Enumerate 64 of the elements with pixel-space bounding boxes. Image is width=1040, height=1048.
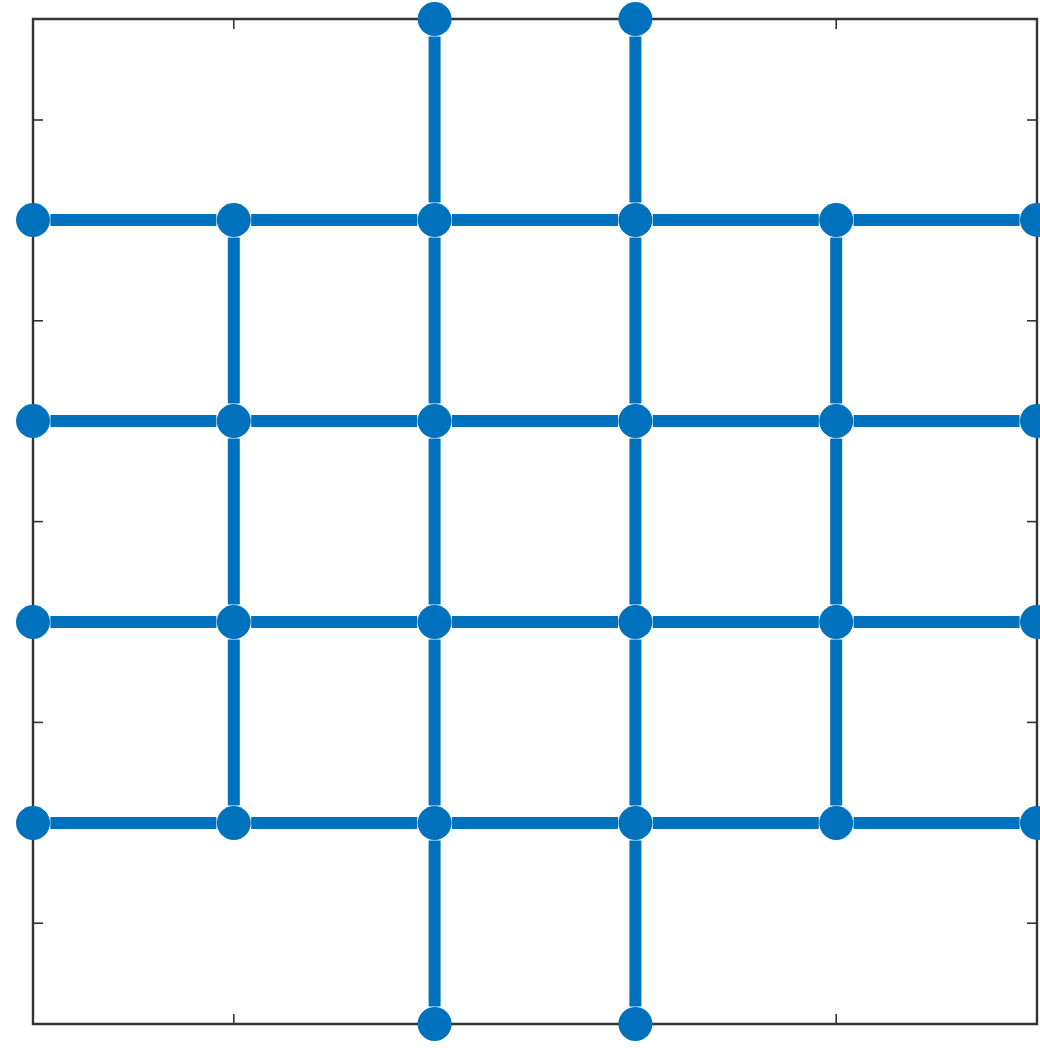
graph-node [618, 404, 653, 438]
graph-node [417, 404, 452, 438]
graph-node [16, 806, 50, 840]
graph-edge [227, 639, 240, 806]
graph-node [16, 605, 50, 639]
graph-edge [830, 639, 843, 806]
graph-node [1020, 806, 1040, 840]
graph-edge [452, 214, 618, 226]
graph-edge [830, 237, 843, 404]
graph-node [618, 806, 653, 840]
graph-node [819, 806, 854, 840]
graph-edge [629, 438, 642, 605]
graph-edge [853, 817, 1020, 829]
graph-edge [227, 237, 240, 404]
graph-edge [853, 214, 1020, 226]
graph-node [216, 404, 251, 438]
graph-edge [50, 415, 217, 427]
graph-edge [853, 616, 1020, 628]
graph-node [417, 806, 452, 840]
graph-edge [629, 840, 642, 1007]
graph-edge [830, 438, 843, 605]
graph-node [819, 203, 854, 237]
graph-node [16, 404, 50, 438]
graph-edge [629, 237, 642, 404]
graph-node [216, 605, 251, 639]
graph-node [618, 1007, 653, 1041]
graph-node [417, 605, 452, 639]
graph-node [417, 1007, 452, 1041]
graph-node [618, 203, 653, 237]
graph-node [417, 2, 452, 36]
graph-edge [652, 415, 819, 427]
graph-edge [652, 616, 819, 628]
graph-node [1020, 404, 1040, 438]
graph-edge [452, 415, 618, 427]
graph-edge [428, 36, 441, 203]
graph-edge [50, 817, 217, 829]
graph-edge [428, 237, 441, 404]
graph-edge [428, 438, 441, 605]
graph-edge [452, 817, 618, 829]
graph-edge [227, 438, 240, 605]
graph-node [618, 2, 653, 36]
graph-edge [629, 36, 642, 203]
graph-node [819, 605, 854, 639]
graph-node [16, 203, 50, 237]
graph-edge [50, 616, 217, 628]
graph-node [216, 203, 251, 237]
graph-edge [428, 639, 441, 806]
graph-node [417, 203, 452, 237]
graph-edge [251, 214, 418, 226]
graph-edge [652, 214, 819, 226]
graph-edge [251, 817, 418, 829]
graph-edge [251, 616, 418, 628]
graph-edge [50, 214, 217, 226]
graph-node [1020, 605, 1040, 639]
graph-node [618, 605, 653, 639]
graph-node [819, 404, 854, 438]
graph-edge [428, 840, 441, 1007]
graph-edge [853, 415, 1020, 427]
graph-edge [652, 817, 819, 829]
graph-node [216, 806, 251, 840]
graph-edge [452, 616, 618, 628]
graph-edge [629, 639, 642, 806]
graph-node [1020, 203, 1040, 237]
graph-edge [251, 415, 418, 427]
